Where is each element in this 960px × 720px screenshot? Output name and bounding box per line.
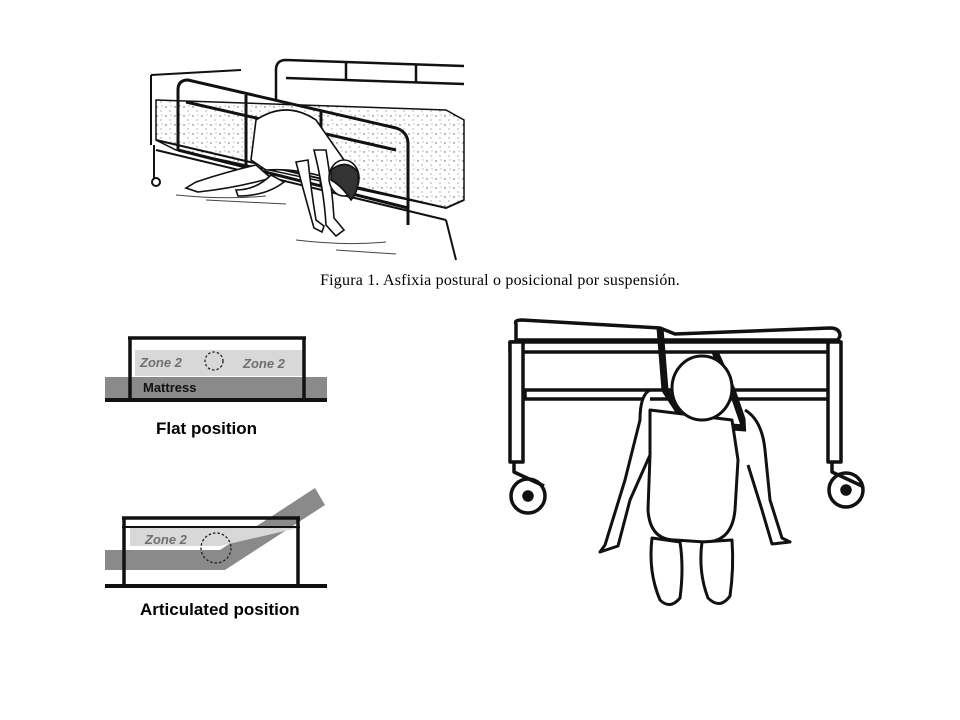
head (670, 354, 734, 422)
right-leg (699, 538, 735, 605)
flat-position-diagram: Zone 2 Zone 2 Mattress Flat position (100, 330, 340, 445)
side-rail-frame (128, 336, 306, 398)
zone-2-label-left: Zone 2 (139, 355, 183, 370)
suspended-person (598, 354, 792, 606)
bed-frame (150, 69, 465, 261)
head-entrapment-circle (200, 532, 232, 564)
figure-caption: Figura 1. Asfixia postural o posicional … (320, 272, 680, 289)
mattress-bar (105, 377, 327, 398)
left-leg (649, 536, 684, 606)
caster-left (509, 462, 547, 515)
flat-bed-schematic: Zone 2 Zone 2 Mattress (105, 336, 327, 402)
bed-rail-entrapment-illustration (146, 50, 468, 266)
zone-2-label: Zone 2 (144, 532, 188, 547)
stretcher-sketch (508, 318, 865, 606)
far-bed-rail (274, 58, 465, 100)
flat-position-title: Flat position (156, 419, 258, 438)
bed-rail-sketch (150, 58, 465, 261)
head-entrapment-circle (204, 351, 224, 371)
articulated-position-title: Articulated position (140, 600, 300, 619)
articulated-position-diagram: Zone 2 Articulated position (100, 480, 340, 625)
zone-2-label-right: Zone 2 (242, 356, 286, 371)
mattress-label: Mattress (143, 380, 196, 395)
side-rail-frame (122, 516, 300, 584)
articulated-bed-schematic: Zone 2 (105, 488, 327, 588)
stretcher-pad (513, 318, 842, 342)
stretcher-suspension-illustration (500, 310, 880, 610)
zone-2-area (130, 528, 298, 546)
caster-right (827, 462, 865, 509)
slumped-person-sketch (184, 109, 360, 238)
floor-hatching (175, 194, 397, 255)
zone-2-area (135, 350, 303, 376)
